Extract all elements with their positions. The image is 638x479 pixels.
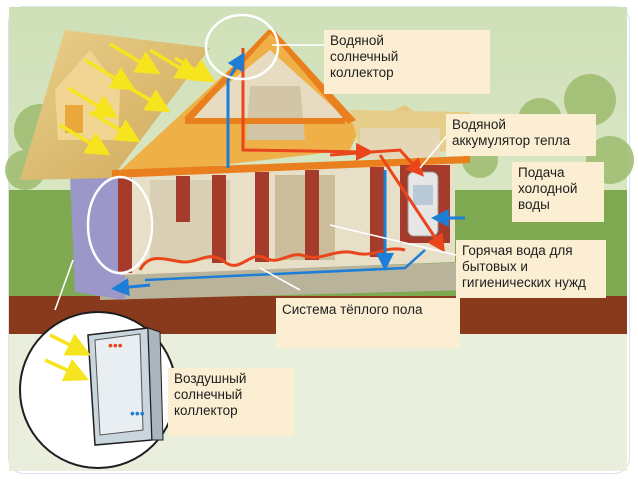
label-floor-heating: Система тёплого пола [276,298,460,348]
label-water-heat-accumulator: Водяной аккумулятор тепла [446,114,596,156]
floor-heating-pipe [138,247,406,271]
beams [112,30,470,178]
label-hot-water-household: Горячая вода для бытовых и гигиенических… [456,240,606,298]
left-wall [70,175,125,300]
label-air-solar-collector: Воздушный солнечный коллектор [168,368,294,436]
cold-flow-arrows [111,52,465,297]
hot-flow-arrows [241,48,445,253]
leader-lines [54,44,461,311]
sun-ray-arrows [59,42,216,156]
collector-highlight-circle [204,13,280,81]
air-collector-highlight-circle [86,175,154,275]
svg-text:•••: ••• [130,405,145,421]
attic [185,50,345,118]
label-water-solar-collector: Водяной солнечный коллектор [324,30,490,94]
svg-text:•••: ••• [108,337,123,353]
air-sun-arrows [44,333,91,382]
floor-cold-pipe [144,249,426,282]
label-cold-water-supply: Подача холодной воды [512,162,604,222]
